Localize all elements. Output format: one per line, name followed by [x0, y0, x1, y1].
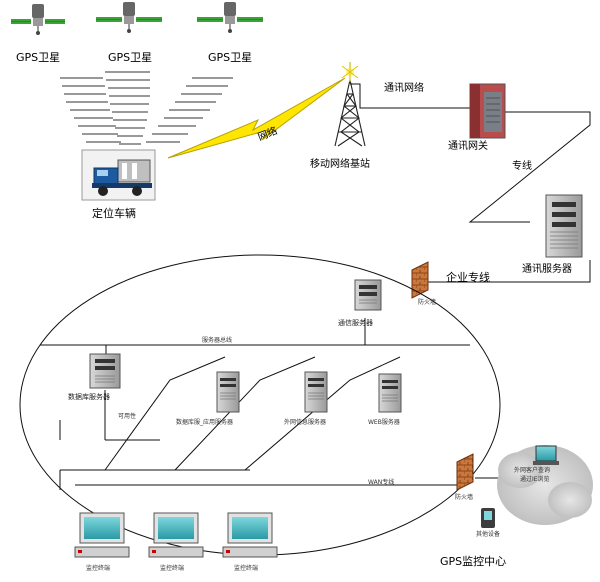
wan-line-label: WAN专线: [368, 479, 395, 486]
info-server-label: 外网信息服务器: [284, 419, 327, 426]
db-server-label: 数据库服务器: [68, 393, 110, 401]
satellite-label: GPS卫星: [108, 51, 153, 64]
external-client-laptop-icon: [533, 445, 559, 465]
base-station-label: 移动网络基站: [310, 159, 370, 170]
external-client-label: 外网客户查询: [514, 467, 551, 474]
signal-spark-icon: [341, 62, 359, 82]
redundancy-label: 可用性: [118, 413, 137, 420]
app-server-label: 数据库服_应用服务器: [176, 419, 234, 426]
enterprise-line-label: 企业专线: [446, 271, 490, 284]
terminal-label: 监控终端: [160, 565, 185, 572]
dedicated-line-label: 专线: [512, 161, 532, 172]
terminal-label: 监控终端: [234, 565, 259, 572]
telecom-network-label: 通讯网络: [384, 83, 424, 94]
telecom-server-icon: [545, 194, 583, 258]
truck-icon: [81, 149, 156, 201]
firewall-label: 防火墙: [455, 494, 474, 501]
vehicle-label: 定位车辆: [92, 207, 136, 220]
base-station-tower-icon: [334, 62, 366, 147]
comm-server-icon: [354, 279, 382, 311]
satellite-label: GPS卫星: [16, 51, 61, 64]
other-device-icon: [481, 508, 495, 528]
enterprise-line: [423, 260, 591, 283]
satellite-label: GPS卫星: [208, 51, 253, 64]
satellite-signal-beams: [60, 71, 233, 145]
server-bus-label: 服务器总线: [202, 337, 233, 344]
telecom-gateway-label: 通讯网关: [448, 141, 488, 152]
server-bus-lines: [40, 318, 470, 490]
firewall-icon: [411, 261, 429, 299]
info-server-icon: [304, 371, 328, 413]
satellite-icon: [197, 2, 263, 33]
beam-center: [105, 71, 150, 145]
monitor-center-label: GPS监控中心: [440, 555, 507, 568]
firewall-label: 防火墙: [418, 299, 437, 306]
other-device-label: 其他设备: [476, 531, 501, 538]
terminal-label: 监控终端: [86, 565, 111, 572]
web-server-icon: [378, 373, 402, 413]
satellite-icon: [11, 4, 65, 35]
terminal-computer-icon: [74, 512, 130, 558]
beam-left: [60, 77, 121, 143]
firewall-icon: [456, 453, 474, 491]
satellite-icon: [96, 2, 162, 33]
beam-right: [146, 77, 233, 143]
telecom-server-label: 通讯服务器: [522, 264, 572, 275]
wireless-lightning-icon: [167, 77, 346, 159]
telecom-gateway-icon: [469, 83, 506, 139]
terminal-computer-icon: [222, 512, 278, 558]
comm-server-label: 通信服务器: [338, 319, 373, 327]
external-client-sub-label: 通过IE浏览: [520, 476, 550, 483]
terminal-computer-icon: [148, 512, 204, 558]
telecom-links: [350, 83, 591, 223]
web-server-label: WEB服务器: [368, 419, 400, 426]
external-cloud: [497, 445, 593, 525]
app-server-icon: [216, 371, 240, 413]
db-server-icon: [89, 353, 121, 389]
